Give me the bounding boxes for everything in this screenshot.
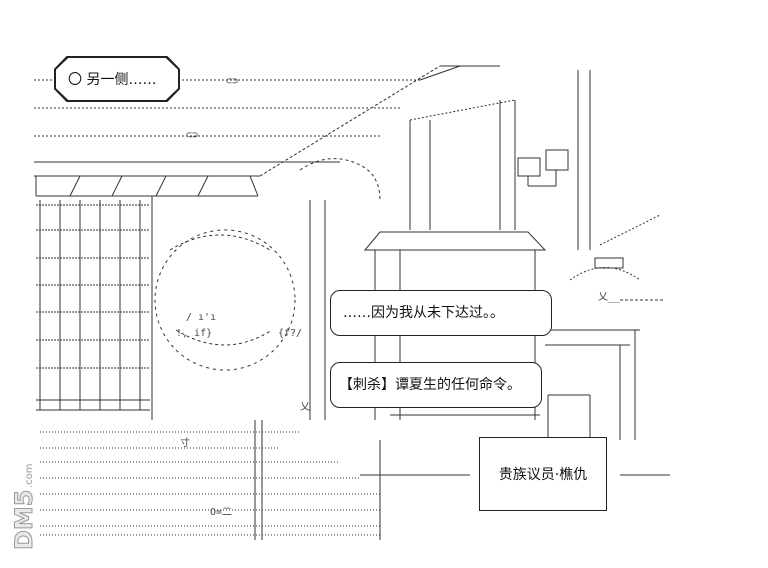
svg-text:{f?/: {f?/ bbox=[278, 328, 302, 339]
watermark-sub: .com bbox=[24, 463, 35, 488]
nameplate-text: 贵族议员·樵仇 bbox=[498, 467, 588, 483]
watermark-logo: DM5 .com bbox=[10, 463, 39, 550]
speech-text-1: ……因为我从未下达过。。 bbox=[343, 305, 504, 321]
speech-bubble-1: ……因为我从未下达过。。 bbox=[330, 290, 552, 336]
svg-text:寸: 寸 bbox=[180, 436, 190, 449]
nameplate-box: 贵族议员·樵仇 bbox=[479, 437, 607, 511]
speech-bubble-2: 【刺杀】谭夏生的任何命令。 bbox=[330, 362, 542, 408]
speech-text-2: 【刺杀】谭夏生的任何命令。 bbox=[339, 377, 521, 393]
svg-text:O=二: O=二 bbox=[210, 507, 232, 518]
svg-text:⊂⊃: ⊂⊃ bbox=[226, 76, 238, 87]
svg-text:⊂⊃: ⊂⊃ bbox=[186, 130, 198, 141]
svg-text:乂__: 乂__ bbox=[598, 292, 621, 303]
narration-text: 〇 另一侧…… bbox=[68, 72, 157, 88]
svg-text:/ ı'ı: / ı'ı bbox=[186, 312, 216, 323]
watermark-main: DM5 bbox=[10, 489, 38, 550]
svg-text:乂: 乂 bbox=[300, 402, 310, 413]
narration-box: 〇 另一侧…… bbox=[56, 58, 178, 100]
svg-text:!, if}: !, if} bbox=[176, 328, 212, 339]
